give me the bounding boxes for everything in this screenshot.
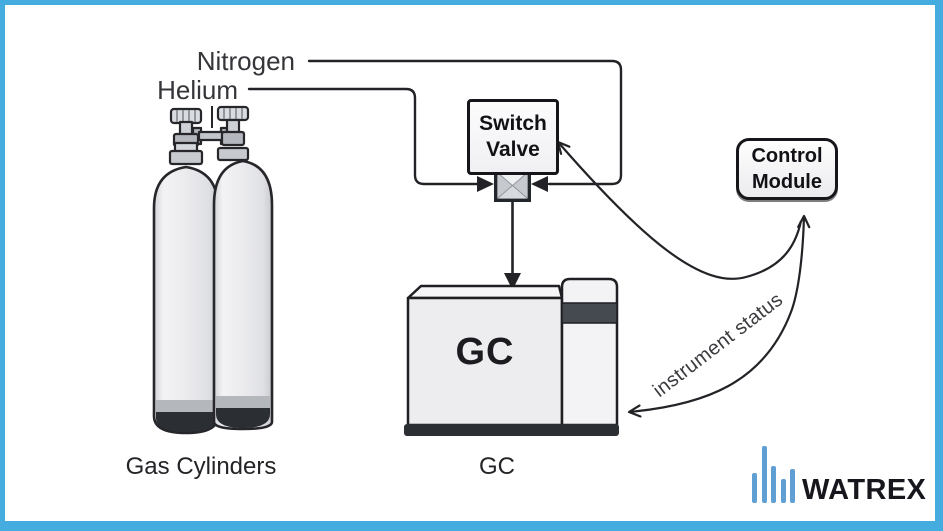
frame-border-top [0, 0, 943, 5]
switch-valve-label-line2: Valve [486, 138, 540, 161]
switch-valve-node: Switch Valve [467, 99, 559, 175]
chromatogram-bars-icon [752, 446, 795, 503]
instrument-status-curve [629, 216, 804, 412]
frame-border-left [0, 0, 5, 531]
watrex-logo: WATREX [752, 441, 927, 507]
helium-line [247, 87, 479, 186]
helium-flow-arrow [477, 176, 494, 192]
right-cylinder [212, 105, 274, 431]
brand-name: WATREX [802, 474, 927, 507]
nitrogen-label: Nitrogen [196, 46, 295, 76]
gc-unit-label: GC [455, 331, 515, 373]
control-module-label-line1: Control [751, 145, 823, 167]
control-module-node: Control Module [736, 138, 838, 200]
helium-label: Helium [157, 75, 238, 105]
nitrogen-line [307, 59, 623, 186]
control-module-label-line2: Module [752, 171, 822, 193]
frame-border-right [935, 0, 943, 531]
gc-caption: GC [479, 453, 515, 480]
gas-cylinders-caption: Gas Cylinders [125, 453, 277, 480]
gc-instrument [404, 277, 619, 436]
switch-valve-label-line1: Switch [479, 111, 547, 135]
valve-to-gc-arrow [504, 273, 521, 290]
frame-border-bottom [0, 521, 943, 531]
left-cylinder [152, 107, 220, 435]
gas-cylinders [152, 105, 274, 435]
nitrogen-flow-arrow [531, 176, 548, 192]
